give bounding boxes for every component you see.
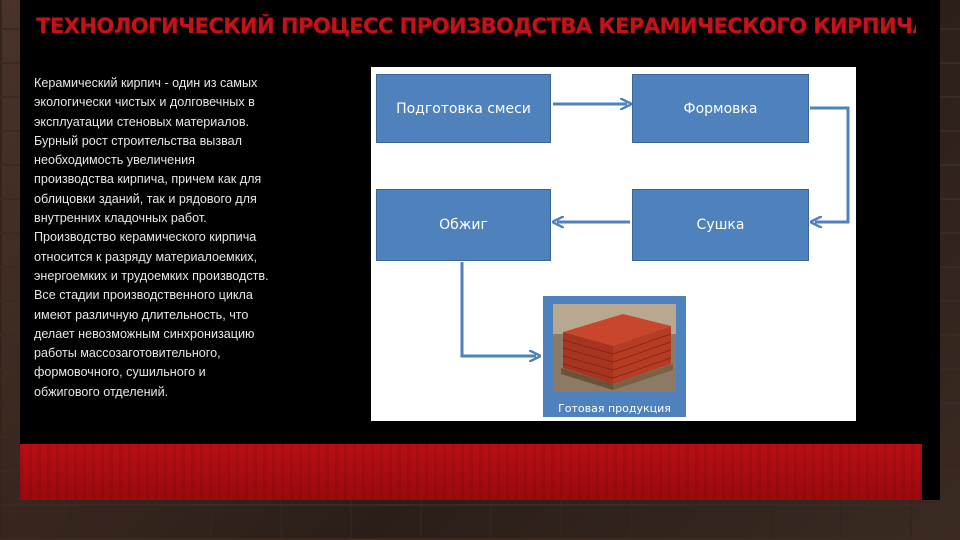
brick-pallet-image (553, 304, 676, 392)
arrow-firing-to-product (462, 262, 536, 356)
product-box: Готовая продукция (543, 296, 686, 417)
product-caption: Готовая продукция (543, 402, 686, 415)
arrow-forming-to-drying (810, 108, 848, 222)
decorative-red-band (20, 444, 922, 500)
